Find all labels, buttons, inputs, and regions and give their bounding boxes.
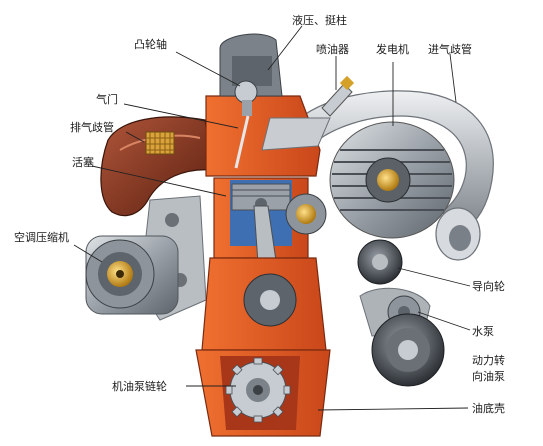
alternator: [329, 121, 455, 239]
engine-block: [201, 33, 355, 351]
label-power-steering-pump-line1: 动力转: [472, 353, 505, 367]
intake-manifold: [299, 90, 494, 261]
label-valve: 气门: [96, 92, 118, 106]
label-power-steering-pump-line2: 向油泵: [472, 369, 505, 383]
label-piston: 活塞: [72, 155, 94, 169]
label-injector: 喷油器: [316, 42, 349, 56]
ac-compressor: [85, 235, 179, 315]
oil-pan-housing: [195, 349, 331, 437]
exhaust-manifold: [100, 116, 213, 217]
label-hydraulic-tappet: 液压、挺柱: [292, 13, 347, 27]
cam-gear: [285, 193, 327, 235]
power-steering-pump: [371, 313, 445, 387]
leader-lines: [73, 25, 471, 411]
label-camshaft: 凸轮轴: [134, 37, 167, 51]
label-exhaust-manifold: 排气歧管: [70, 120, 114, 134]
label-oil-pan: 油底壳: [472, 401, 505, 415]
idler-pulley: [357, 239, 403, 285]
label-ac-compressor: 空调压缩机: [14, 230, 69, 244]
label-idler-pulley: 导向轮: [472, 279, 505, 293]
label-intake-manifold: 进气歧管: [428, 42, 472, 56]
label-water-pump: 水泵: [472, 325, 494, 338]
label-oil-pump-sprocket: 机油泵链轮: [112, 379, 167, 393]
label-alternator: 发电机: [376, 42, 409, 56]
